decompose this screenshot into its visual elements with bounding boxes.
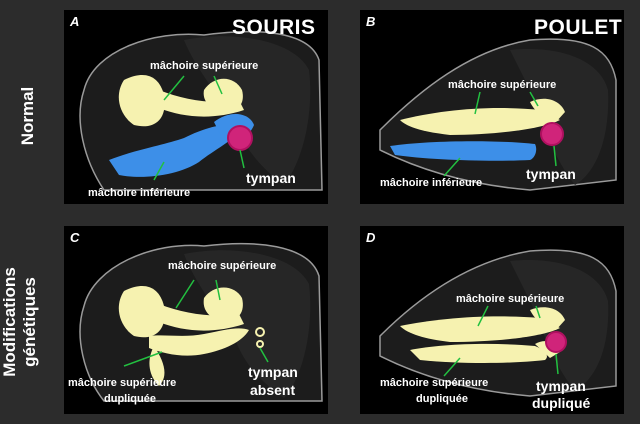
panel-d-eardrum-label-line1: tympan [536,378,586,394]
panel-d-drawing [379,249,617,397]
panel-d-dup-jaw-label-line1: mâchoire supérieure [380,377,489,389]
panel-b-chicken-normal: B POULET mâchoire supérieure mâchoire in… [360,10,624,204]
panel-c-dup-jaw-label-line1: mâchoire supérieure [68,377,177,389]
panel-c-eardrum-label-line1: tympan [248,364,298,380]
row-label-genetic-modifications-text: Modifications génétiques [0,267,39,377]
panel-a-drawing [79,30,323,191]
panel-b-letter: B [366,14,376,29]
panel-d-upper-jaw-label: mâchoire supérieure [456,293,565,305]
panel-b-eardrum-label: tympan [526,166,576,182]
panel-d-eardrum-label-line2: dupliqué [532,395,591,411]
panel-a-title: SOURIS [232,16,316,39]
panel-c-letter: C [70,230,80,245]
panel-a-letter: A [70,14,80,29]
panel-c-mouse-modified: C mâchoire supérieure mâchoire supérieur… [64,226,328,414]
panel-b-upper-jaw-label: mâchoire supérieure [448,79,557,91]
panel-a-eardrum-label: tympan [246,170,296,186]
panel-d-dup-jaw-label-line2: dupliquée [416,393,468,405]
row-label-genetic-modifications: Modifications génétiques [0,262,40,382]
panel-c-eardrum-label-line2: absent [250,382,296,398]
panel-b-lower-jaw-label: mâchoire inférieure [380,177,483,189]
panel-c-dup-jaw-label-line2: dupliquée [104,393,156,405]
panel-a-mouse-normal: A SOURIS mâchoire supérieure mâchoire in… [64,10,328,204]
row-label-normal: Normal [18,86,37,146]
panel-d-letter: D [366,230,376,245]
panel-c-upper-jaw-label: mâchoire supérieure [168,260,277,272]
panel-c-drawing [79,242,323,402]
panel-b-drawing [379,38,617,191]
panel-d-chicken-modified: D mâchoire supérieure mâchoire supérieur… [360,226,624,414]
panel-a-upper-jaw-label: mâchoire supérieure [150,60,259,72]
panel-b-title: POULET [534,16,623,39]
panel-a-lower-jaw-label: mâchoire inférieure [88,187,191,199]
